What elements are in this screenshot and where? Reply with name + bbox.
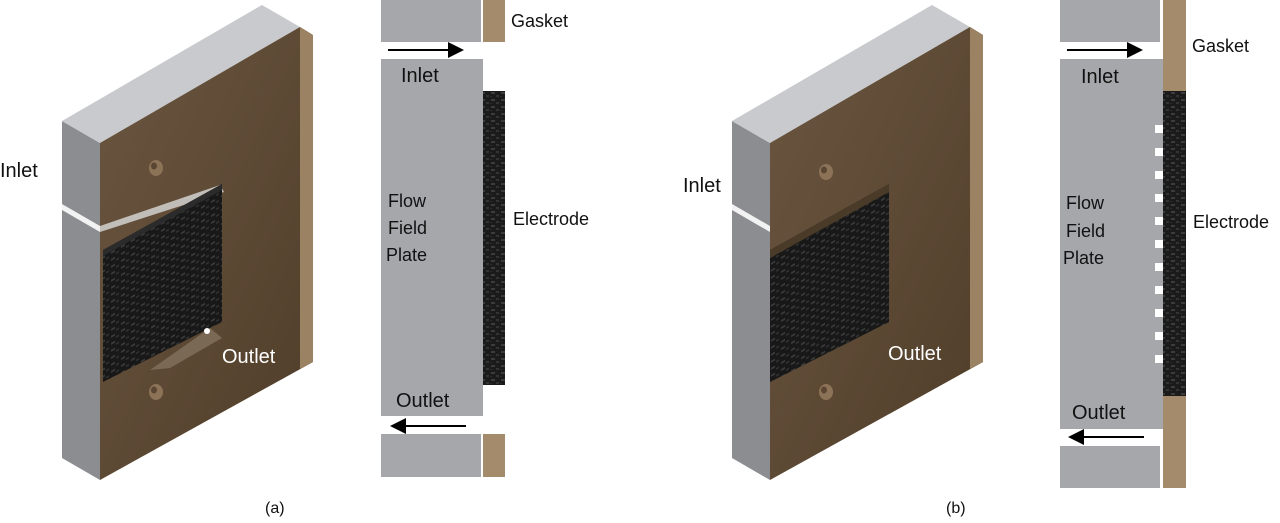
panel-a-iso-inlet-label: Inlet bbox=[0, 160, 38, 182]
panel-a-bolt-top-hole bbox=[151, 162, 157, 170]
panel-a-plate-label-line2: Field bbox=[388, 218, 428, 238]
flow-channel bbox=[1155, 263, 1163, 271]
panel-a-flow-field-plate bbox=[381, 59, 483, 416]
panel-a-bottom-gasket-block bbox=[483, 434, 505, 477]
panel-b-iso-outlet-label: Outlet bbox=[888, 343, 942, 365]
panel-b-caption: (b) bbox=[946, 500, 966, 517]
panel-a-iso-outlet-label: Outlet bbox=[222, 346, 276, 368]
flow-channel bbox=[1155, 194, 1163, 202]
panel-a-electrode-label: Electrode bbox=[513, 209, 590, 229]
flow-channel bbox=[1155, 217, 1163, 225]
panel-a-inlet-channel bbox=[100, 185, 224, 232]
panel-a-gasket-edge bbox=[300, 27, 313, 369]
panel-a-outlet-channel bbox=[150, 328, 222, 370]
panel-b-electrode-top-edge bbox=[770, 184, 889, 258]
panel-a-caption: (a) bbox=[265, 500, 285, 517]
flow-channel bbox=[1155, 309, 1163, 317]
panel-a-section-view bbox=[381, 0, 505, 477]
panel-b-section-view bbox=[1060, 0, 1186, 488]
flow-channel bbox=[1155, 332, 1163, 340]
flow-channel bbox=[1155, 171, 1163, 179]
panel-a-iso-view bbox=[62, 5, 313, 480]
panel-a-plate-label-line1: Flow bbox=[388, 191, 427, 211]
panel-a-plate-label-line3: Plate bbox=[386, 245, 428, 265]
flow-channel bbox=[1155, 148, 1163, 156]
panel-a-outlet-dot bbox=[204, 328, 210, 334]
panel-b-gasket-strip-top bbox=[1163, 0, 1186, 91]
panel-b-bolt-bottom-hole bbox=[821, 386, 827, 394]
panel-b-inlet-slot bbox=[732, 204, 770, 232]
panel-b-bottom-plate-block bbox=[1060, 446, 1160, 488]
panel-a-plate-top-face bbox=[62, 5, 300, 143]
panel-b-gasket-label: Gasket bbox=[1192, 36, 1250, 56]
panel-b-electrode-label: Electrode bbox=[1193, 212, 1270, 232]
flow-channel bbox=[1155, 125, 1163, 133]
panel-a-top-gasket-block bbox=[483, 0, 505, 42]
panel-b-top-plate-block bbox=[1060, 0, 1160, 42]
panel-a-plate-side-face bbox=[62, 121, 100, 480]
panel-b-plate-label-line2: Field bbox=[1066, 221, 1106, 241]
panel-b-flow-channels bbox=[1155, 125, 1163, 363]
panel-b-section-inlet-label: Inlet bbox=[1081, 66, 1119, 88]
flow-channel bbox=[1155, 240, 1163, 248]
panel-a-gasket-label: Gasket bbox=[511, 11, 569, 31]
panel-b-plate-side-face bbox=[732, 121, 770, 480]
panel-b-plate-label-line3: Plate bbox=[1063, 248, 1105, 268]
panel-b-flow-field-plate bbox=[1060, 59, 1163, 429]
panel-b-gasket-strip-bottom bbox=[1163, 396, 1186, 488]
panel-a-electrode-strip bbox=[483, 91, 505, 385]
panel-b-bolt-top-hole bbox=[821, 166, 827, 174]
panel-a-bottom-plate-block bbox=[381, 434, 481, 477]
panel-b-section-outlet-label: Outlet bbox=[1072, 402, 1126, 424]
panel-a-section-inlet-label: Inlet bbox=[401, 65, 439, 87]
panel-a-bolt-bottom-hole bbox=[151, 386, 157, 394]
panel-a-inlet-slot bbox=[62, 204, 100, 232]
panel-b-plate-label-line1: Flow bbox=[1066, 193, 1105, 213]
panel-b-plate-top-face bbox=[732, 5, 970, 143]
flow-channel bbox=[1155, 355, 1163, 363]
panel-b-electrode-strip bbox=[1163, 91, 1186, 396]
panel-b-iso-view bbox=[732, 5, 983, 480]
panel-a-top-plate-block bbox=[381, 0, 481, 42]
panel-a-section-outlet-label: Outlet bbox=[396, 390, 450, 412]
panel-b-iso-inlet-label: Inlet bbox=[683, 175, 721, 197]
flow-channel bbox=[1155, 286, 1163, 294]
panel-b-gasket-edge bbox=[970, 27, 983, 369]
panel-a-electrode-top-edge bbox=[103, 184, 222, 256]
